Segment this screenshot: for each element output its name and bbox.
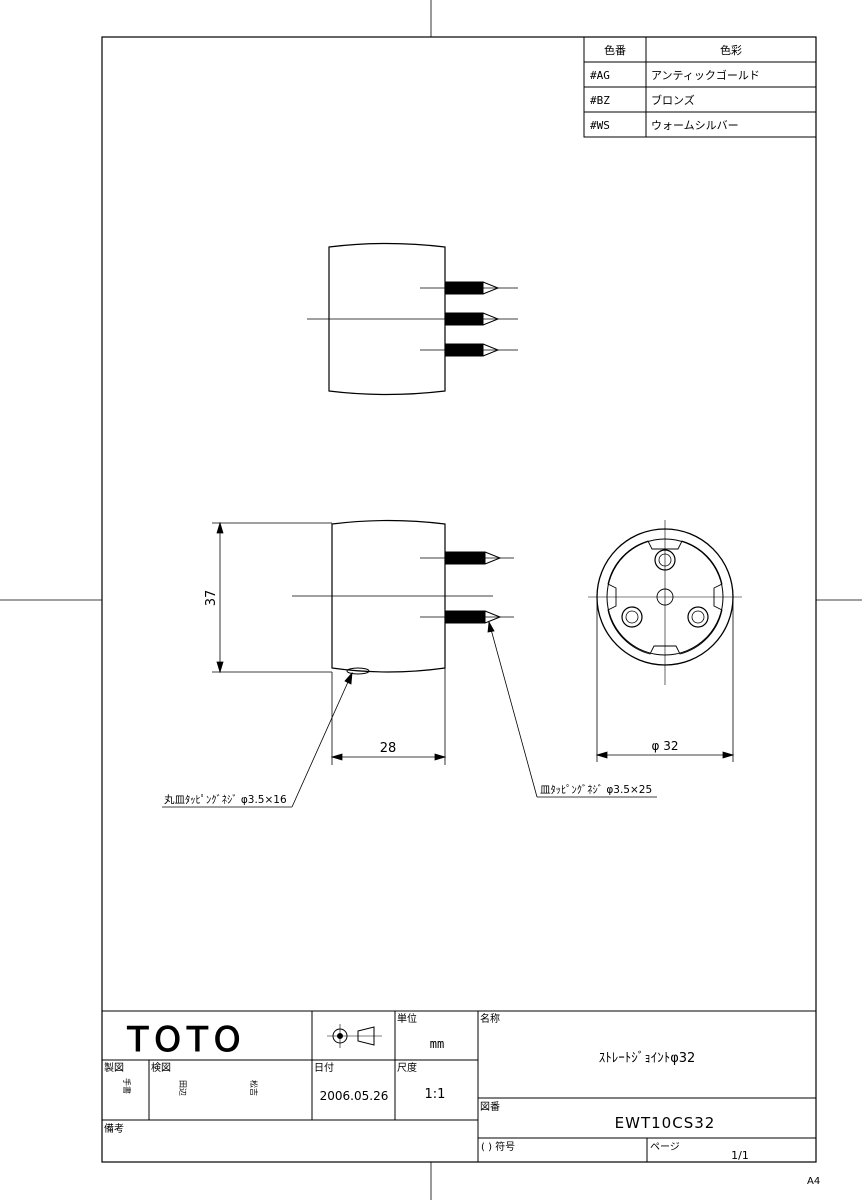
color-name: ブロンズ — [651, 93, 695, 107]
callout-screw-large — [487, 620, 657, 798]
drawing-no-value: EWT10CS32 — [615, 1114, 716, 1132]
callout-screw-large-label: 皿ﾀｯﾋﾟﾝｸﾞﾈｼﾞ φ3.5×25 — [540, 784, 652, 796]
unit-value: mm — [430, 1037, 444, 1051]
sheet-size: A4 — [807, 1176, 820, 1187]
svg-text:TOTO: TOTO — [126, 1020, 246, 1060]
color-code: #AG — [590, 69, 610, 82]
callout-screw-small-label: 丸皿ﾀｯﾋﾟﾝｸﾞﾈｼﾞ φ3.5×16 — [164, 793, 287, 806]
color-table — [583, 36, 817, 138]
toto-logo: TOTO — [126, 1020, 246, 1061]
remarks-label: 備考 — [104, 1122, 124, 1135]
color-table-header-code: 色番 — [604, 43, 626, 57]
bottom-screw-head — [346, 667, 370, 675]
name-value: ｽﾄﾚｰﾄｼﾞｮｲﾝﾄφ32 — [599, 1051, 696, 1066]
top-view — [307, 242, 518, 396]
check-sub-2: 松吉 — [249, 1080, 259, 1096]
dimension-diameter-label: φ 32 — [652, 739, 679, 753]
color-name: アンティックゴールド — [651, 68, 760, 82]
color-code: #BZ — [590, 94, 610, 107]
projection-symbol-icon — [327, 1024, 382, 1048]
color-code: #WS — [590, 119, 610, 132]
dimension-width — [330, 668, 447, 765]
side-view — [292, 519, 514, 675]
scale-label: 尺度 — [397, 1061, 417, 1074]
dimension-height-label: 37 — [204, 590, 219, 607]
callout-screw-small — [162, 671, 353, 808]
date-label: 日付 — [314, 1061, 334, 1074]
check-label: 検図 — [151, 1061, 171, 1074]
unit-label: 単位 — [397, 1012, 417, 1025]
dimension-height — [212, 521, 332, 674]
drawing-no-label: 図番 — [480, 1101, 500, 1113]
color-name: ウォームシルバー — [651, 119, 739, 132]
screw — [444, 312, 500, 326]
scale-value: 1:1 — [425, 1087, 446, 1102]
color-table-header-name: 色彩 — [720, 43, 742, 57]
name-label: 名称 — [480, 1012, 500, 1025]
date-value: 2006.05.26 — [320, 1089, 389, 1103]
page-value: 1/1 — [731, 1149, 749, 1162]
page-label: ページ — [650, 1142, 680, 1153]
title-block — [102, 1010, 816, 1162]
end-view — [588, 520, 742, 685]
check-sub-1: 田辺 — [178, 1080, 187, 1096]
made-label: 製図 — [104, 1061, 124, 1074]
dimension-width-label: 28 — [380, 741, 397, 756]
made-sub: 手書 — [122, 1078, 132, 1094]
screw — [444, 281, 500, 295]
symbol-label: ( ) 符号 — [481, 1140, 515, 1153]
dimension-diameter — [595, 600, 735, 762]
screw — [444, 610, 502, 624]
drawing-frame — [101, 36, 817, 1163]
screw — [444, 343, 500, 357]
screw — [444, 551, 502, 565]
